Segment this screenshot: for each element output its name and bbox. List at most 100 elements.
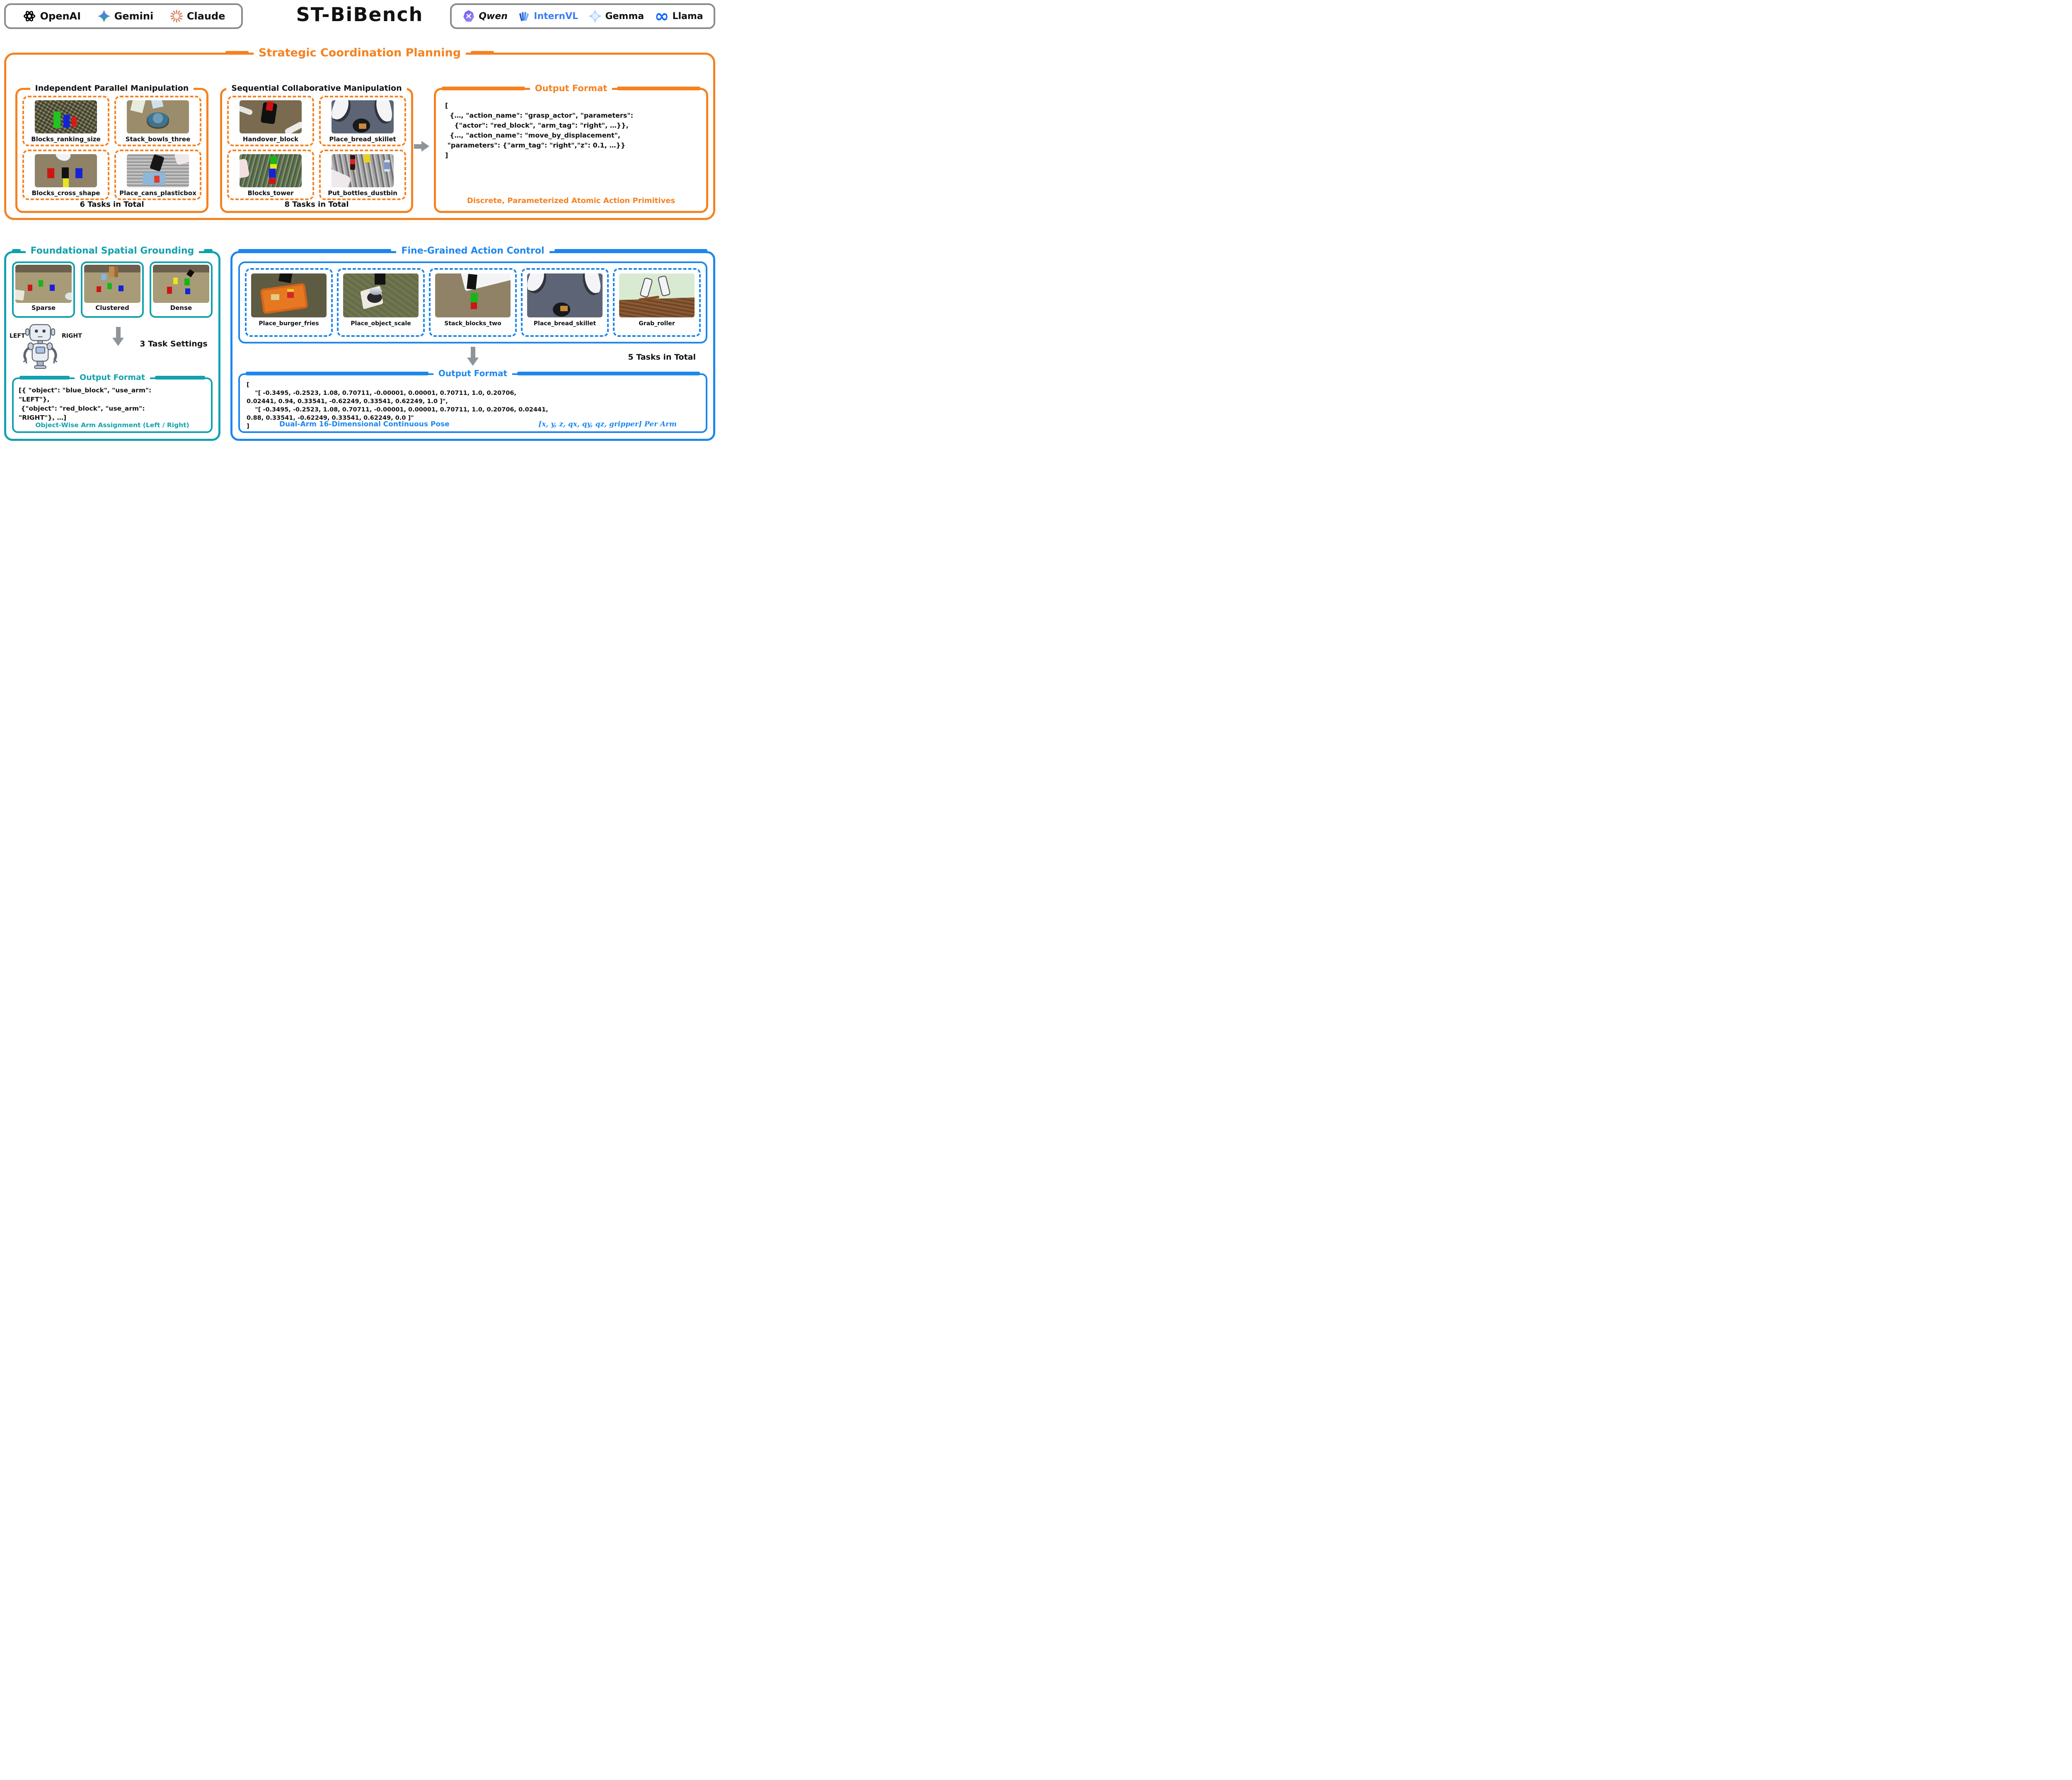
task-image-place-cans-plasticbox [127,154,189,187]
model-gemini: Gemini [97,9,154,23]
title-accent-bar [238,249,392,253]
task-label: Place_cans_plasticbox [119,189,196,197]
setting-image-clustered [84,265,140,303]
code-line: 0.88, 0.33541, -0.62249, 0.33541, 0.6224… [247,415,414,421]
strategic-panel-title-row: Strategic Coordination Planning [12,46,707,59]
task-label: Place_bread_skillet [533,320,596,327]
task-label: Blocks_ranking_size [31,135,101,143]
task-label: Stack_blocks_two [444,320,501,327]
code-line: "LEFT"}, [19,396,50,403]
task-card-stack-bowls-three: Stack_bowls_three [114,96,201,146]
setting-label: Clustered [95,304,129,312]
code-line: "parameters": {"arm_tag": "right","z": 0… [445,141,626,149]
code-line: [ [247,382,249,388]
code-line: ] [445,151,448,159]
spatial-output-code: [{ "object": "blue_block", "use_arm": "L… [14,379,211,422]
model-label: Llama [672,11,703,22]
task-card-put-bottles-dustbin: Put_bottles_dustbin [319,150,406,200]
task-image-place-burger-fries [251,273,327,317]
model-internvl: InternVL [518,10,578,23]
setting-image-dense [153,265,209,303]
task-card-grab-roller: Grab_roller [613,268,701,337]
robot-right-label: RIGHT [62,333,82,339]
openai-icon [22,9,37,24]
spatial-settings-row: Sparse Clustered Dense [6,253,218,318]
code-line: "RIGHT"}, …] [19,414,67,421]
action-output-captions: Dual-Arm 16-Dimensional Continuous Pose … [240,420,706,428]
task-label: Place_bread_skillet [329,135,396,143]
action-output-caption-right: [x, y, z, qx, qy, qz, gripper] Per Arm [538,420,677,428]
gemma-icon [588,10,602,23]
model-label: Qwen [479,11,508,22]
model-claude: Claude [169,9,225,23]
strategic-output-code: [ {…, "action_name": "grasp_actor", "par… [436,90,706,160]
setting-label: Sparse [31,304,56,312]
gemini-icon [97,9,111,23]
task-label: Blocks_tower [247,189,294,197]
code-line: [{ "object": "blue_block", "use_arm": [19,387,152,394]
code-line: 0.02441, 0.94, 0.33541, -0.62249, 0.3354… [247,398,448,405]
strategic-panel-title: Strategic Coordination Planning [253,46,466,59]
robot-left-label: LEFT [10,333,25,339]
action-output-box: Output Format [ "[ -0.3495, -0.2523, 1.0… [238,368,707,433]
model-llama: ∞ Llama [654,6,703,26]
task-image-blocks-cross-shape [35,154,97,187]
title-accent-bar [225,51,249,55]
proprietary-models-box: OpenAI Gemini [4,3,243,29]
robot-row: LEFT RIGHT [10,320,215,374]
task-label: Place_burger_fries [259,320,319,327]
model-label: InternVL [534,11,579,22]
setting-card-dense: Dense [150,261,213,318]
model-label: Gemini [114,10,154,22]
task-image-grab-roller [619,273,695,317]
page-title: ST-BiBench [296,3,424,26]
task-card-place-cans-plasticbox: Place_cans_plasticbox [114,150,201,200]
strategic-output-box: Output Format [ {…, "action_name": "gras… [434,83,708,213]
figure-st-bibench: OpenAI Gemini [0,0,719,445]
task-card-blocks-ranking-size: Blocks_ranking_size [22,96,109,146]
spatial-output-caption: Object-Wise Arm Assignment (Left / Right… [35,421,189,429]
task-image-stack-blocks-two [435,273,511,317]
task-image-place-bread-skillet [527,273,603,317]
independent-parallel-box: Independent Parallel Manipulation Blocks… [15,84,208,213]
task-label: Put_bottles_dustbin [328,189,397,197]
spatial-output-box: Output Format [{ "object": "blue_block",… [12,373,213,433]
sequential-collaborative-box: Sequential Collaborative Manipulation Ha… [220,84,413,213]
model-label: OpenAI [40,10,81,22]
code-line: {…, "action_name": "grasp_actor", "param… [445,111,634,119]
code-line: {"object": "red_block", "use_arm": [19,405,145,412]
action-control-panel: Fine-Grained Action Control Place_burger… [230,246,715,441]
task-label: Handover_block [242,135,299,143]
meta-icon: ∞ [654,6,669,26]
down-arrow-icon [112,327,124,346]
code-line: {…, "action_name": "move_by_displacement… [445,131,620,139]
setting-card-clustered: Clustered [81,261,144,318]
task-card-place-bread-skillet: Place_bread_skillet [319,96,406,146]
task-label: Place_object_scale [351,320,411,327]
task-image-blocks-ranking-size [35,100,97,133]
setting-image-sparse [15,265,72,303]
code-line: "[ -0.3495, -0.2523, 1.08, 0.70711, -0.0… [247,390,517,397]
task-image-put-bottles-dustbin [332,154,394,187]
task-card-handover-block: Handover_block [227,96,314,146]
dual-arm-robot-icon [21,322,59,371]
code-line: {"actor": "red_block", "arm_tag": "right… [445,121,629,129]
setting-card-sparse: Sparse [12,261,75,318]
strategic-output-caption: Discrete, Parameterized Atomic Action Pr… [467,196,675,205]
task-image-handover-block [240,100,302,133]
action-output-caption-left: Dual-Arm 16-Dimensional Continuous Pose [279,420,450,428]
internvl-icon [518,10,530,23]
task-image-place-object-scale [343,273,419,317]
task-card-place-bread-skillet-2: Place_bread_skillet [521,268,609,337]
model-gemma: Gemma [588,10,644,23]
open-models-box: Qwen InternVL [450,3,715,29]
right-arrow-icon [414,141,429,152]
task-card-blocks-cross-shape: Blocks_cross_shape [22,150,109,200]
down-arrow-icon [467,347,479,366]
task-label: Grab_roller [639,320,675,327]
sequential-total: 8 Tasks in Total [284,200,349,209]
action-output-code: [ "[ -0.3495, -0.2523, 1.08, 0.70711, -0… [240,375,706,430]
task-label: Stack_bowls_three [125,135,191,143]
task-label: Blocks_cross_shape [31,189,100,197]
task-card-place-burger-fries: Place_burger_fries [245,268,333,337]
